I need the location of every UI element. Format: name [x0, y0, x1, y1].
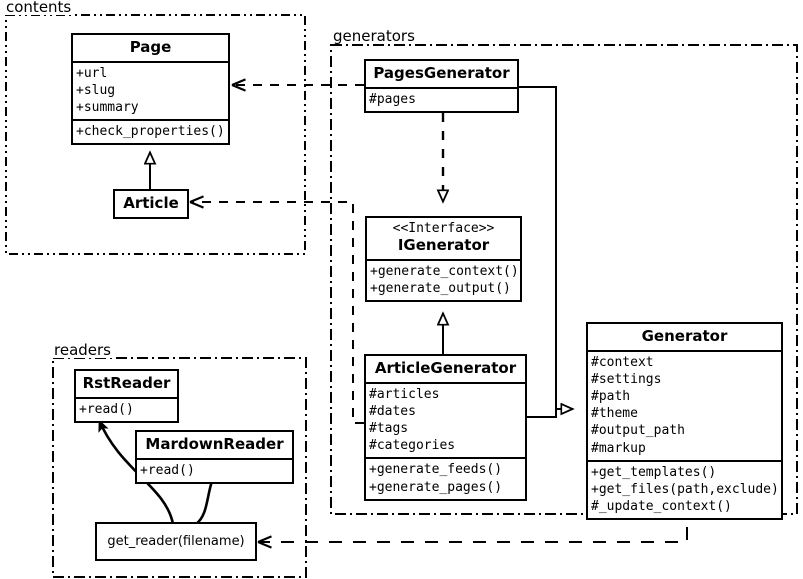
class-name-igenerator: <<Interface>> IGenerator	[367, 218, 520, 259]
generalization-pagesgenerator-to-generator	[519, 86, 573, 409]
method-row: +generate_pages()	[369, 479, 503, 495]
class-name-pagesgenerator: PagesGenerator	[373, 64, 510, 82]
method-row: +get_files(path,exclude)	[591, 481, 779, 497]
attribute-row: +url	[76, 65, 108, 81]
class-attributes-articlegenerator: #articles #dates #tags #categories	[366, 381, 525, 458]
attribute-row: +summary	[76, 100, 139, 116]
method-row: +get_templates()	[591, 464, 717, 480]
class-box-pagesgenerator[interactable]: PagesGenerator #pages	[364, 59, 519, 113]
attribute-row: #articles	[369, 386, 440, 402]
class-box-article[interactable]: Article	[113, 189, 189, 219]
attribute-row: +slug	[76, 82, 116, 98]
class-methods-rstreader: +read()	[76, 396, 177, 421]
class-name-article: Article	[123, 194, 179, 212]
class-name-page: Page	[129, 38, 172, 56]
class-methods-mardownreader: +read()	[137, 457, 292, 482]
attribute-row: #theme	[591, 406, 638, 422]
function-label: get_reader(filename)	[107, 534, 245, 549]
package-label-readers: readers	[52, 341, 113, 359]
class-methods-generator: +get_templates() +get_files(path,exclude…	[588, 459, 781, 518]
class-name-mardownreader: MardownReader	[145, 435, 284, 453]
package-label-contents: contents	[4, 0, 74, 16]
attribute-row: #dates	[369, 403, 416, 419]
class-name-generator: Generator	[641, 327, 728, 345]
attribute-row: #pages	[369, 91, 416, 107]
class-name-articlegenerator: ArticleGenerator	[374, 359, 517, 377]
class-box-mardownreader[interactable]: MardownReader +read()	[135, 430, 294, 484]
method-row: +check_properties()	[76, 124, 225, 140]
attribute-row: #path	[591, 389, 631, 405]
function-box-get-reader[interactable]: get_reader(filename)	[95, 522, 257, 561]
method-row: +generate_output()	[370, 280, 511, 296]
attribute-row: #categories	[369, 438, 456, 454]
attribute-row: #markup	[591, 440, 646, 456]
class-methods-articlegenerator: +generate_feeds() +generate_pages()	[366, 457, 525, 498]
class-attributes-generator: #context #settings #path #theme #output_…	[588, 349, 781, 460]
method-row: +generate_context()	[370, 263, 519, 279]
method-row: #_update_context()	[591, 499, 732, 515]
stereotype-label: <<Interface>>	[392, 221, 495, 236]
attribute-row: #tags	[369, 421, 409, 437]
class-box-articlegenerator[interactable]: ArticleGenerator #articles #dates #tags …	[364, 354, 527, 501]
attribute-row: #settings	[591, 371, 662, 387]
class-box-page[interactable]: Page +url +slug +summary +check_properti…	[71, 33, 230, 146]
package-label-generators: generators	[331, 27, 417, 45]
method-row: +generate_feeds()	[369, 462, 503, 478]
class-box-igenerator[interactable]: <<Interface>> IGenerator +generate_conte…	[365, 216, 522, 303]
class-attributes-pagesgenerator: #pages	[366, 86, 517, 111]
class-methods-page: +check_properties()	[73, 119, 228, 143]
class-name-text: IGenerator	[397, 235, 490, 254]
class-methods-igenerator: +generate_context() +generate_output()	[367, 258, 520, 300]
class-box-generator[interactable]: Generator #context #settings #path #them…	[586, 322, 783, 521]
method-row: +read()	[140, 462, 195, 478]
class-attributes-page: +url +slug +summary	[73, 60, 228, 119]
attribute-row: #output_path	[591, 423, 685, 439]
class-name-rstreader: RstReader	[82, 374, 171, 392]
dependency-articlegenerator-to-article	[189, 195, 364, 424]
generalization-articlegenerator-to-generator	[527, 409, 557, 418]
attribute-row: #context	[591, 354, 654, 370]
method-row: +read()	[79, 401, 134, 417]
class-box-rstreader[interactable]: RstReader +read()	[74, 369, 179, 423]
